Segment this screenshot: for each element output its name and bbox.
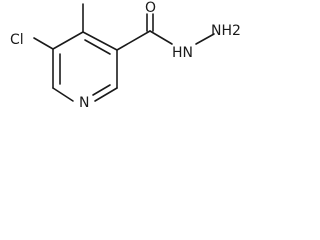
- bond-ring-c4-c3-inner: [84, 39, 111, 55]
- bond-ring-c4-c3: [82, 31, 118, 51]
- atom-label-ring-nitrogen: N: [79, 95, 89, 111]
- bond-ring-c5-c4: [52, 31, 84, 50]
- bond-nh-nh2: [195, 33, 215, 45]
- chemical-structure-diagram: Cl O HN NH2 N: [10, 0, 241, 111]
- bond-ring-c2-n1: [94, 87, 118, 102]
- bond-ring-c2-n1-inner: [92, 84, 111, 96]
- atom-label-amide-nitrogen: HN: [172, 45, 193, 61]
- bond-ring-n1-c6: [52, 87, 74, 102]
- bond-chloro: [33, 37, 54, 50]
- atom-label-oxygen: O: [145, 0, 156, 16]
- atom-label-amine-nitrogen: NH2: [211, 23, 241, 39]
- bond-ring-carbonyl: [116, 30, 151, 51]
- bond-carbonyl-nh: [149, 30, 173, 45]
- atom-label-chlorine: Cl: [10, 32, 24, 48]
